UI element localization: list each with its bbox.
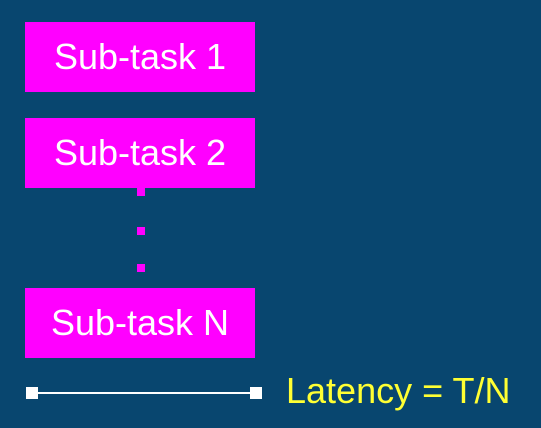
ellipsis-dot-3 [137, 264, 145, 272]
sub-task-n-box: Sub-task N [25, 288, 255, 358]
latency-bar [33, 392, 257, 394]
latency-bar-left-end [26, 387, 38, 399]
sub-task-1-label: Sub-task 1 [53, 36, 227, 77]
latency-label: Latency = T/N [286, 370, 511, 411]
sub-task-2-box: Sub-task 2 [25, 118, 255, 188]
latency-bar-right-end [250, 387, 262, 399]
ellipsis-dot-1 [137, 188, 145, 196]
ellipsis-dot-2 [137, 227, 145, 235]
sub-task-n-label: Sub-task N [50, 302, 230, 343]
sub-task-1-box: Sub-task 1 [25, 22, 255, 92]
sub-task-2-label: Sub-task 2 [53, 132, 227, 173]
